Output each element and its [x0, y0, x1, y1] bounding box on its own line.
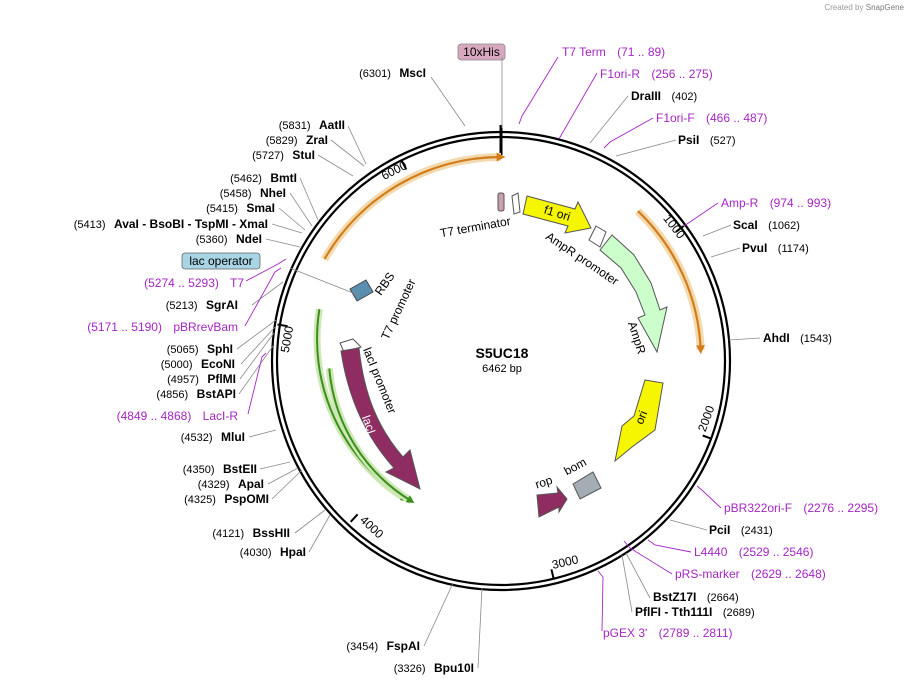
primer-label: pGEX 3' (2789 .. 2811)	[603, 626, 733, 640]
features	[181, 43, 668, 518]
site-label: BstZ17I (2664)	[653, 588, 739, 605]
site-label: DraIII (402)	[631, 87, 697, 104]
site-label: PciI (2431)	[709, 521, 773, 538]
site-label: (5000) EcoNI	[161, 355, 235, 372]
site-label: (4856) BstAPI	[156, 385, 236, 402]
site-label: (5213) SgrAI	[166, 296, 238, 313]
site-label: (4350) BstEII	[183, 460, 257, 477]
rop-feature	[536, 485, 568, 518]
primer-label: Amp-R (974 .. 993)	[721, 196, 831, 210]
primer-label: pBR322ori-F (2276 .. 2295)	[724, 501, 878, 515]
site-label: (4329) ApaI	[198, 475, 264, 492]
site-label: (5360) NdeI	[196, 230, 262, 247]
site-label: (5831) AatII	[279, 116, 345, 133]
t7-promoter-feature	[339, 338, 362, 353]
rbs-label: RBS	[372, 270, 398, 298]
ampr-feature	[599, 234, 668, 354]
primer-label: T7 Term (71 .. 89)	[562, 45, 665, 59]
site-label: (6301) MscI	[359, 64, 426, 81]
site-label: (4121) BssHII	[212, 524, 290, 541]
site-label: ScaI (1062)	[733, 216, 800, 233]
ampr-promoter-feature	[588, 225, 607, 248]
site-label: (4030) HpaI	[240, 543, 306, 560]
primer-label: (4849 .. 4868) LacI-R	[117, 409, 239, 423]
plasmid-length: 6462 bp	[482, 363, 522, 375]
site-label: PflFI - Tth111I (2689)	[635, 603, 755, 620]
site-label: PsiI (527)	[678, 131, 736, 148]
site-label: (5829) ZraI	[266, 131, 328, 148]
site-label: (5065) SphI	[167, 340, 233, 357]
lac-operator-label: lac operator	[189, 254, 252, 268]
ori-label: ori	[632, 409, 650, 427]
t7-terminator-feature	[497, 192, 505, 212]
site-label: (5458) NheI	[220, 184, 286, 201]
f1-ori-feature	[522, 195, 592, 234]
site-label: (5462) BmtI	[230, 169, 297, 186]
credit-prefix: Created by	[824, 3, 864, 12]
primer-label: (5274 .. 5293) T7	[144, 276, 244, 290]
leader-lines	[236, 57, 761, 669]
primer-label: F1ori-R (256 .. 275)	[600, 67, 713, 81]
site-label: (4532) MluI	[181, 428, 245, 445]
plasmid-name: S5UC18	[476, 345, 529, 361]
tick-3000: 3000	[551, 552, 580, 572]
rbs-feature	[349, 279, 374, 302]
site-label: (4325) PspOMI	[184, 490, 269, 507]
site-label: (5415) SmaI	[206, 199, 275, 216]
site-labels: (6301) MscI (5831) AatII (5829) ZraI (57…	[74, 64, 832, 676]
bom-feature	[572, 471, 602, 500]
site-label: (5413) AvaI - BsoBI - TspMI - XmaI	[74, 215, 268, 232]
primer-leaders	[244, 56, 722, 632]
ori-feature	[614, 379, 664, 463]
primer-labels: T7 Term (71 .. 89) F1ori-R (256 .. 275) …	[87, 45, 878, 640]
site-label: (4957) PflMI	[167, 370, 236, 387]
small-white-feature	[511, 192, 521, 215]
green-arcs	[313, 308, 415, 504]
snapgene-brand: SnapGene	[865, 3, 904, 12]
tick-5000: 5000	[278, 325, 296, 354]
orf-arc-b	[321, 153, 502, 262]
his-tag-label: 10xHis	[463, 45, 500, 59]
primer-label: pRS-marker (2629 .. 2648)	[675, 567, 826, 581]
site-label: AhdI (1543)	[763, 329, 832, 346]
primer-label: (5171 .. 5190) pBRrevBam	[87, 320, 238, 334]
lac-operator-box	[181, 252, 261, 270]
laci-label: lacI	[359, 413, 379, 435]
his-tag-box	[457, 43, 506, 61]
site-label: PvuI (1174)	[742, 239, 809, 256]
orf-arcs	[321, 152, 705, 355]
site-label: (3454) FspAI	[346, 637, 420, 654]
site-label: (5727) StuI	[252, 146, 315, 163]
site-label: (3326) Bpu10I	[394, 659, 474, 676]
primer-label: F1ori-F (466 .. 487)	[656, 111, 767, 125]
bom-label: bom	[562, 455, 589, 478]
primer-label: L4440 (2529 .. 2546)	[694, 545, 813, 559]
t7-terminator-label: T7 terminator	[439, 214, 512, 240]
laci-feature	[340, 347, 421, 490]
rop-label: rop	[533, 473, 554, 492]
snapgene-credit: Created by SnapGene	[824, 3, 904, 12]
